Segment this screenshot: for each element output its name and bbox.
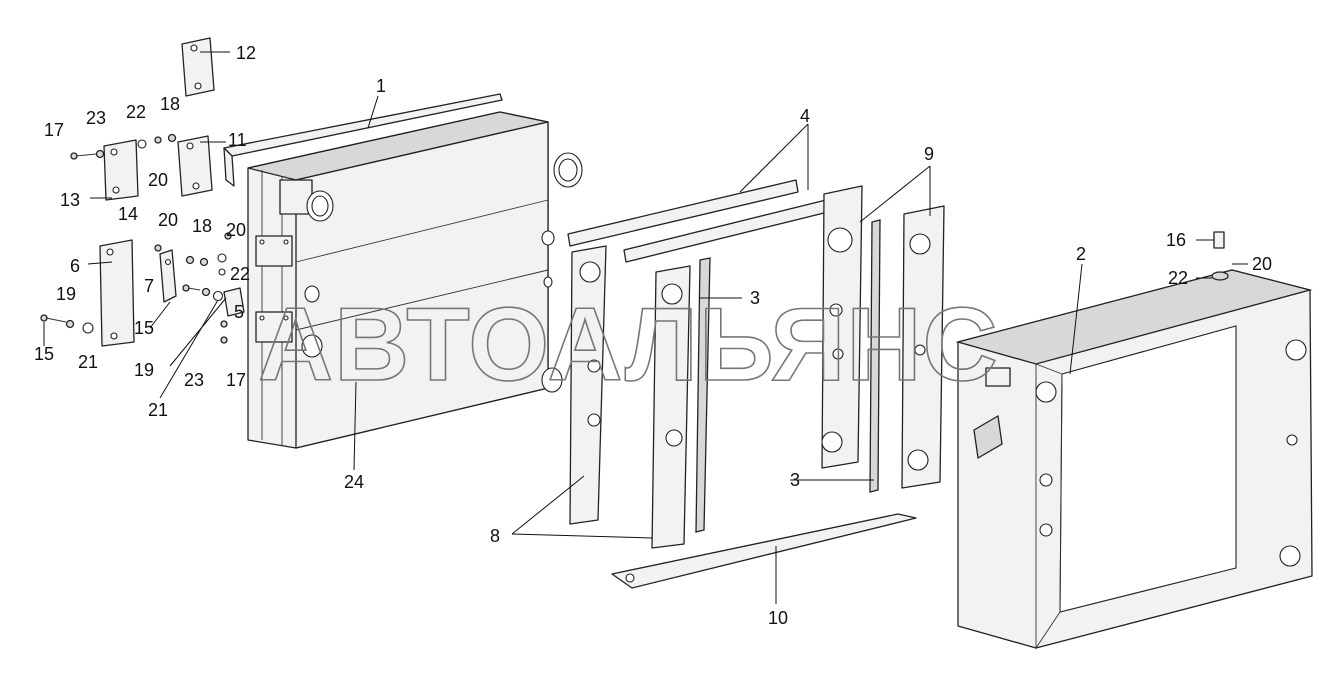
callout-15: 15	[134, 318, 154, 338]
callout-18: 18	[192, 216, 212, 236]
callout-12: 12	[236, 43, 256, 63]
callout-23: 23	[184, 370, 204, 390]
callout-13: 13	[60, 190, 80, 210]
callout-7: 7	[144, 276, 154, 296]
callout-21: 21	[148, 400, 168, 420]
seals-8	[569, 245, 691, 549]
callout-22: 22	[1168, 268, 1188, 288]
top-strip	[223, 93, 503, 187]
callout-24: 24	[344, 472, 364, 492]
bracket-5	[223, 287, 245, 317]
callout-14: 14	[118, 204, 138, 224]
plate-13	[103, 139, 139, 201]
callout-10: 10	[768, 608, 788, 628]
bracket-7	[159, 249, 177, 303]
strips-4	[567, 179, 829, 263]
callout-16: 16	[1166, 230, 1186, 250]
plate-12	[181, 37, 215, 97]
callout-19: 19	[56, 284, 76, 304]
callout-18: 18	[160, 94, 180, 114]
watermark-text: АВТОАЛЬЯНС	[258, 287, 999, 403]
callout-19: 19	[134, 360, 154, 380]
fasteners	[40, 133, 232, 344]
callout-labels: 12 1 18 22 23 17 11 20 13 14 20 18 20 6 …	[34, 43, 1272, 628]
callout-21: 21	[78, 352, 98, 372]
callout-3: 3	[750, 288, 760, 308]
callout-11: 11	[228, 130, 247, 150]
callout-2: 2	[1076, 244, 1086, 264]
callout-17: 17	[226, 370, 246, 390]
callout-22: 22	[126, 102, 146, 122]
callout-17: 17	[44, 120, 64, 140]
bottom-plate-10	[611, 513, 917, 589]
frame-2	[955, 231, 1313, 650]
plate-11	[177, 135, 213, 197]
plate-6	[99, 239, 135, 347]
callout-20: 20	[226, 220, 246, 240]
callout-20: 20	[158, 210, 178, 230]
callout-20: 20	[148, 170, 168, 190]
callout-8: 8	[490, 526, 500, 546]
radiator-core	[247, 111, 583, 449]
callout-22: 22	[230, 264, 250, 284]
callout-23: 23	[86, 108, 106, 128]
callout-4: 4	[800, 106, 810, 126]
callout-6: 6	[70, 256, 80, 276]
callout-5: 5	[234, 302, 244, 322]
leader-lines	[43, 51, 1248, 604]
callout-1: 1	[376, 76, 386, 96]
callout-9: 9	[924, 144, 934, 164]
callout-3: 3	[790, 470, 800, 490]
seals-9	[821, 185, 945, 489]
callout-20: 20	[1252, 254, 1272, 274]
seals-3	[695, 219, 881, 533]
callout-15: 15	[34, 344, 54, 364]
